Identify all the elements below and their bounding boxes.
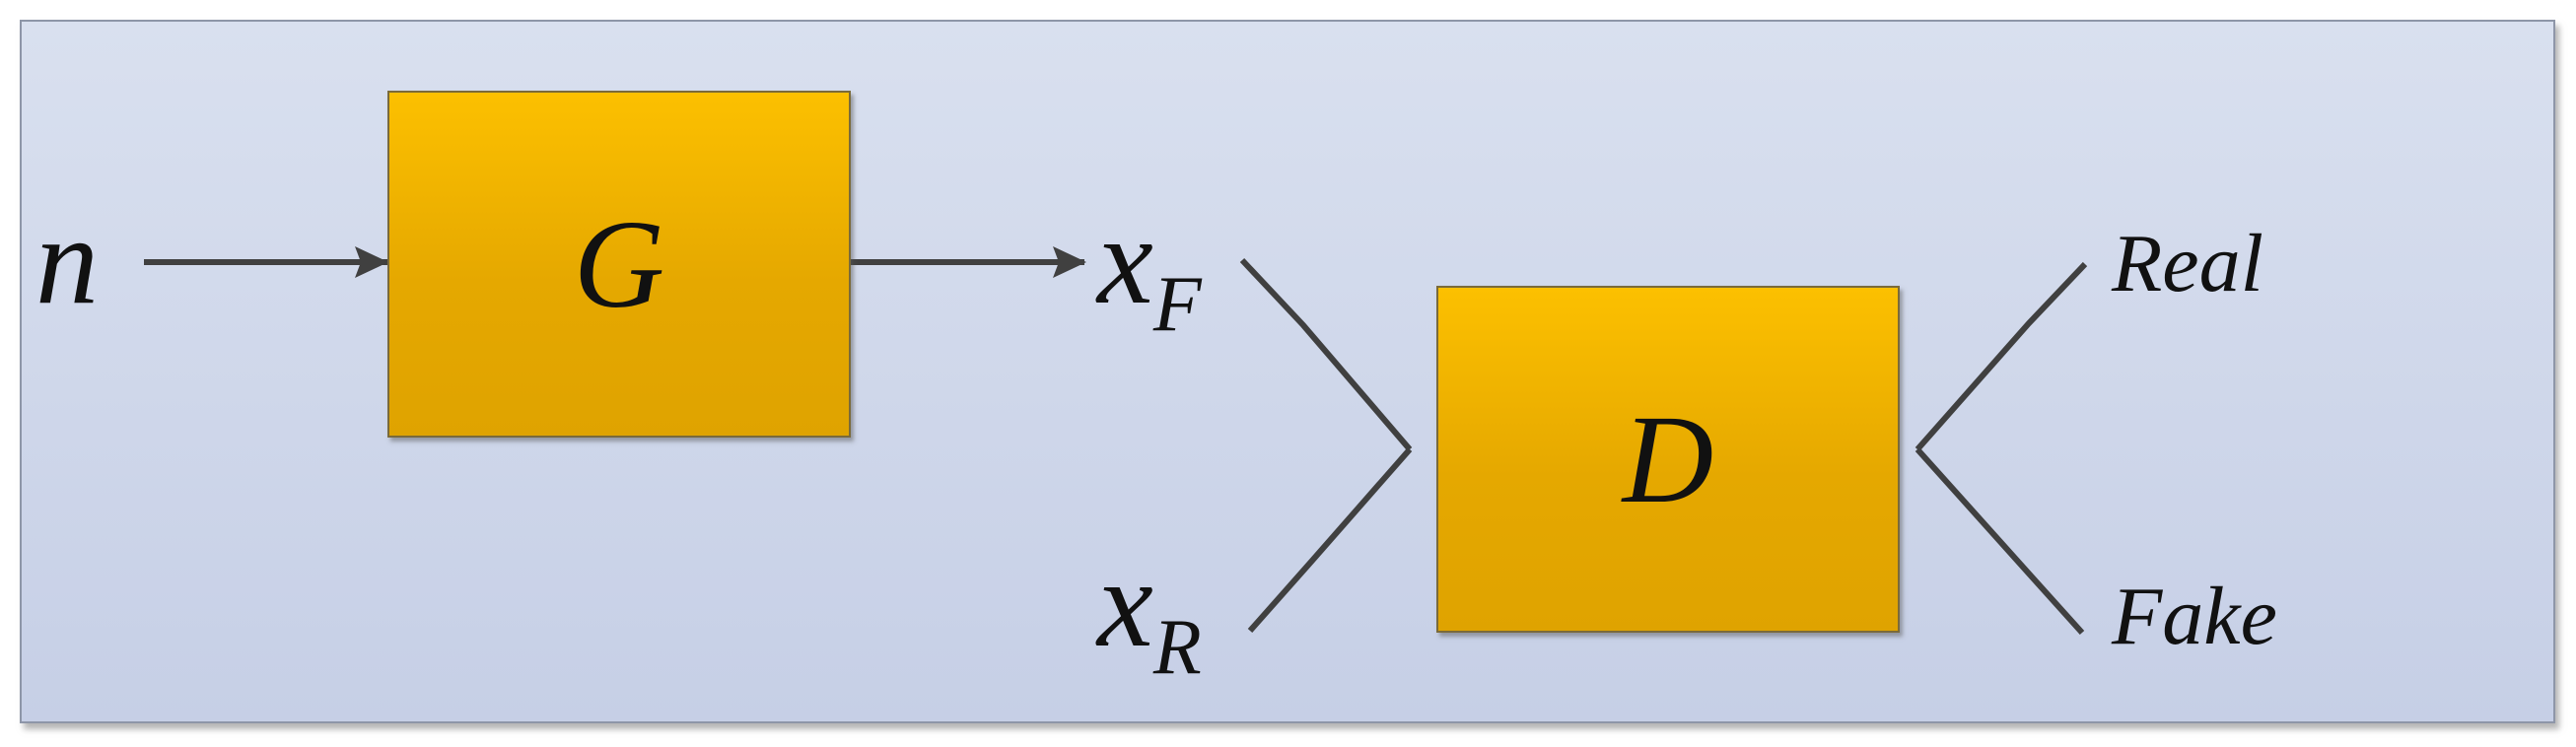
fake-sample-label: xF: [1097, 197, 1202, 344]
fake-sample-subscript: F: [1152, 261, 1202, 348]
output-real-label: Real: [2112, 218, 2263, 309]
real-sample-label: xR: [1097, 540, 1202, 687]
generator-block: G: [387, 91, 851, 438]
output-fake-label: Fake: [2112, 571, 2277, 662]
discriminator-label: D: [1622, 389, 1714, 529]
real-sample-base: x: [1097, 533, 1153, 673]
fake-sample-base: x: [1097, 190, 1153, 330]
noise-input-label: n: [35, 190, 99, 330]
generator-label: G: [573, 194, 665, 334]
real-sample-subscript: R: [1152, 604, 1202, 691]
discriminator-block: D: [1436, 286, 1900, 633]
